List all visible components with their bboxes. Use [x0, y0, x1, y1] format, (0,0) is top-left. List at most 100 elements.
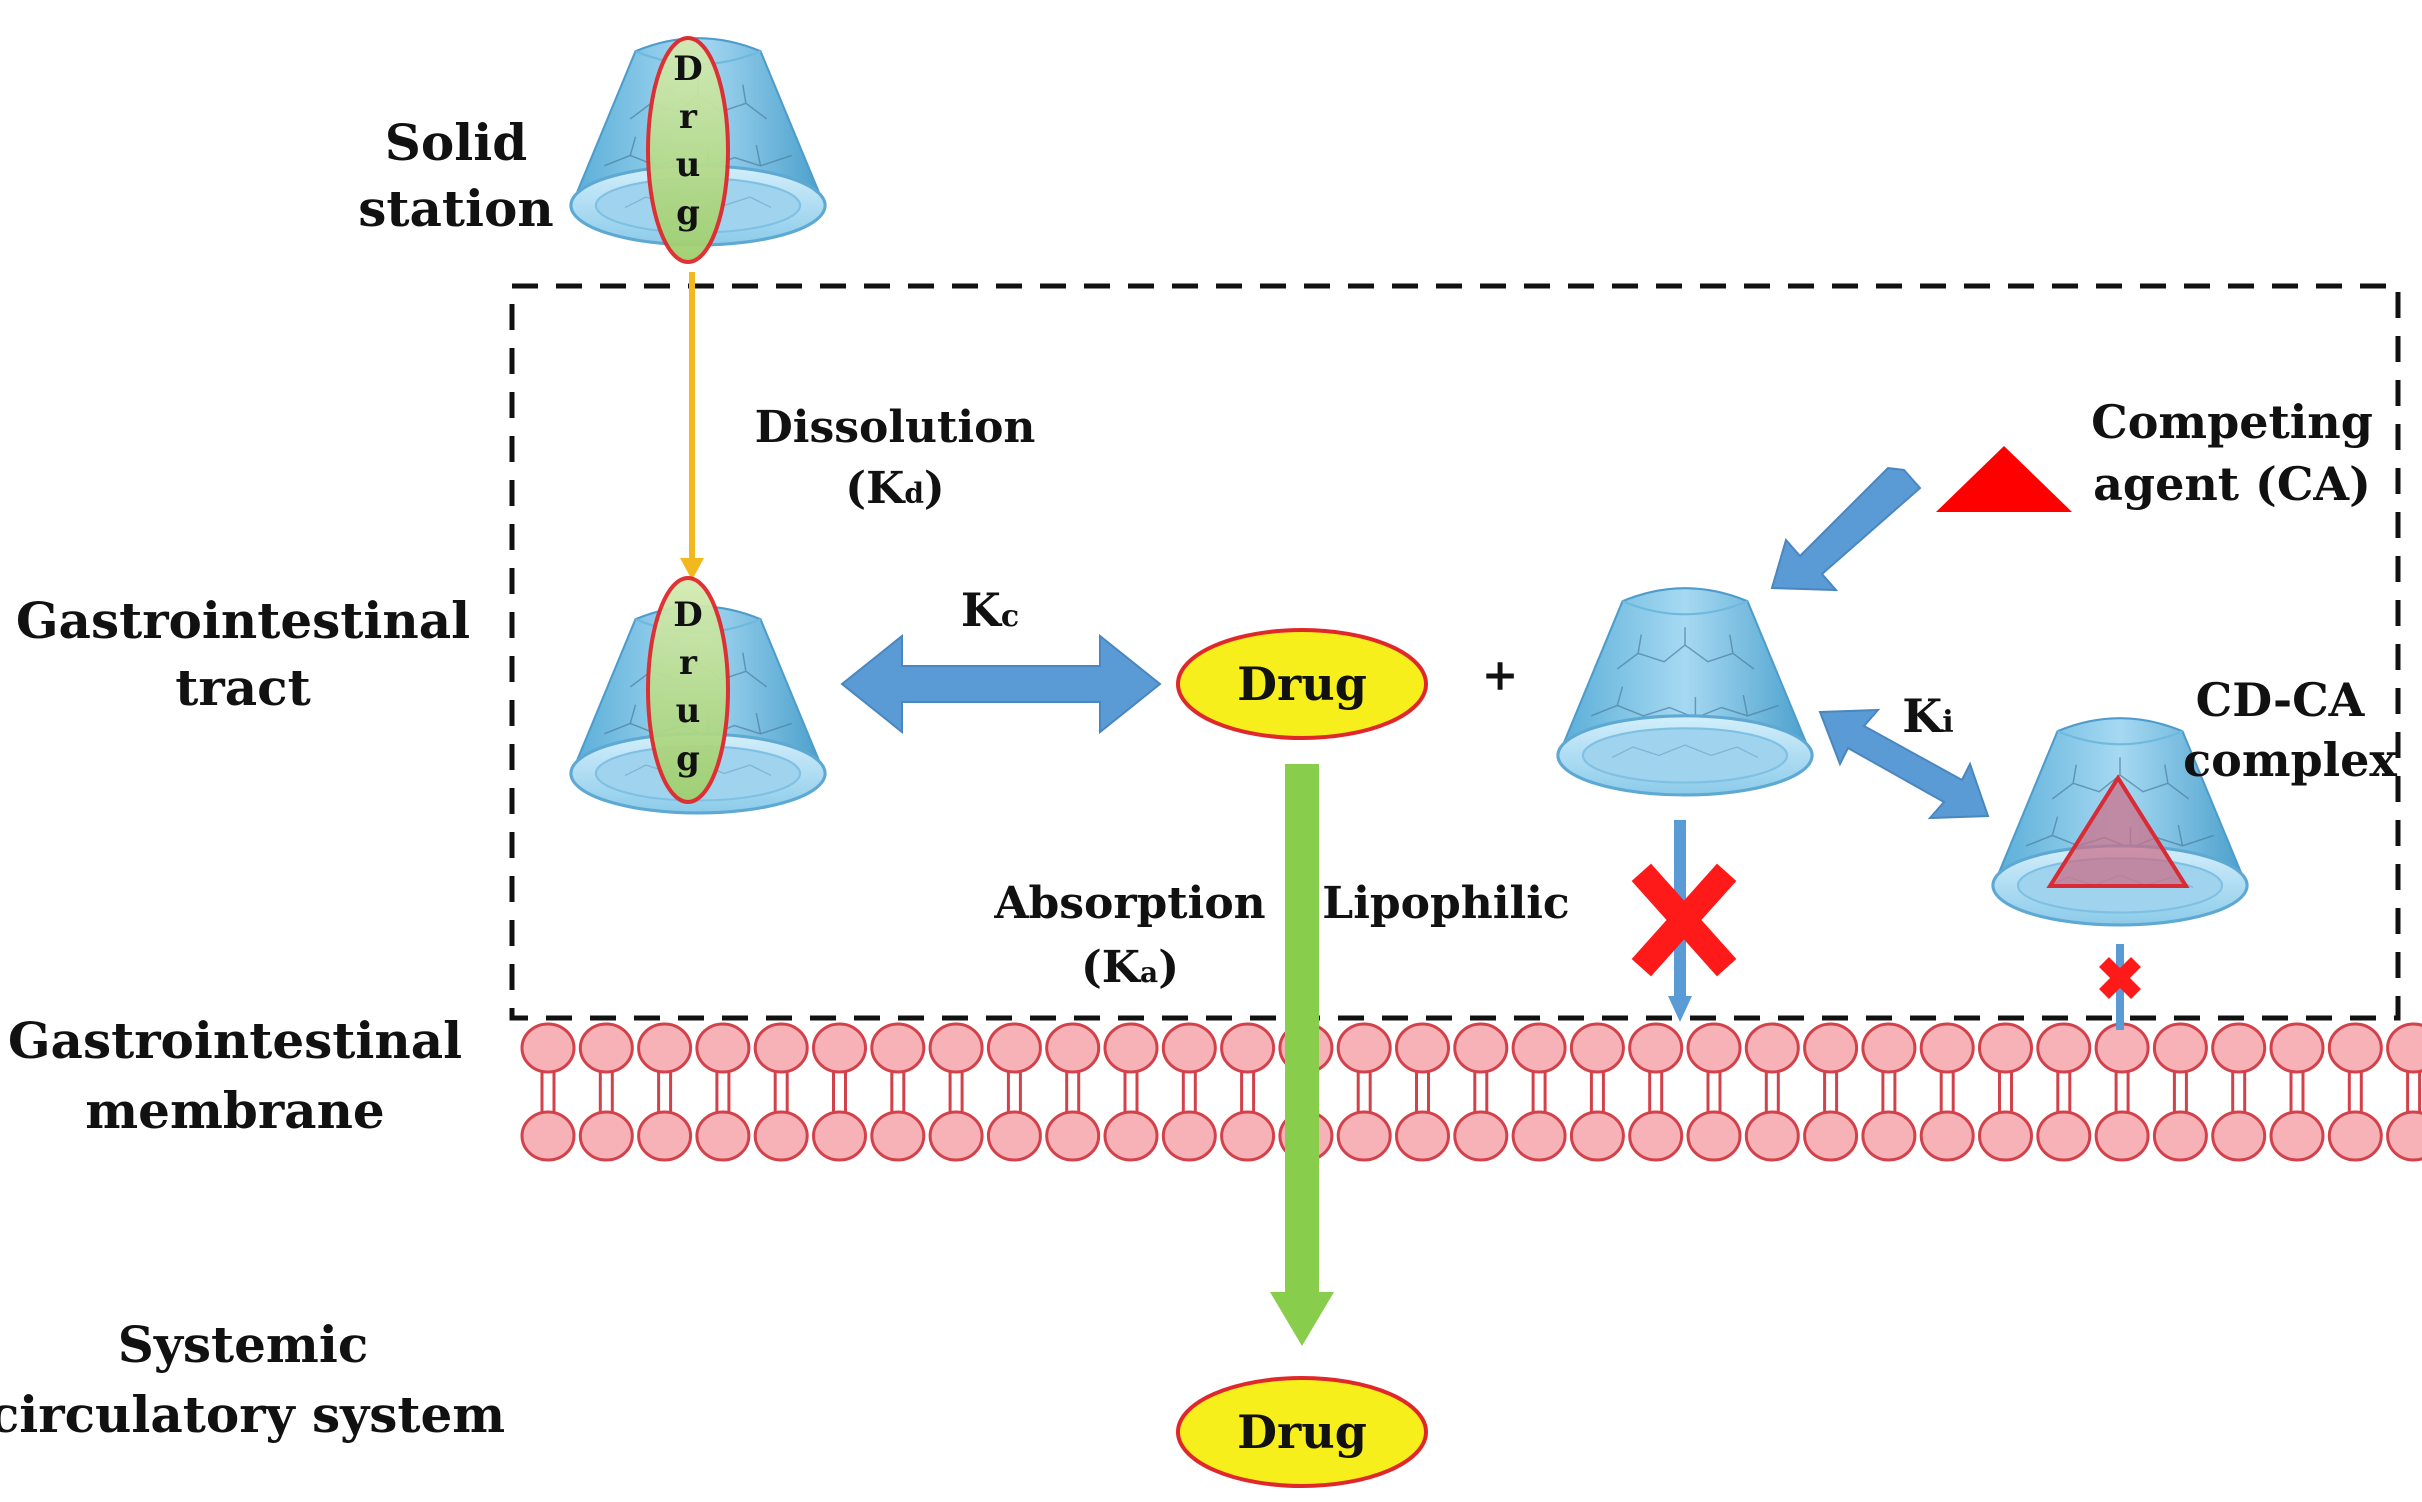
kd-label: (Kd) [845, 463, 944, 514]
plus-sign: + [1482, 650, 1519, 701]
lipid-head-outer [1336, 1022, 1392, 1074]
cd-ca-complex [1991, 716, 2249, 927]
lipid-head-outer [520, 1022, 576, 1074]
lipid-head-inner [1395, 1110, 1450, 1162]
lipid-head-outer [812, 1022, 867, 1074]
drug-letter-r-top: r [679, 97, 698, 137]
lipid-head-inner [1744, 1110, 1800, 1162]
ka-label: (Ka) [1081, 942, 1179, 993]
drug-letter-g-top: g [676, 193, 700, 233]
drug-letter-u-top: u [676, 145, 701, 185]
lipid-head-outer [2386, 1022, 2422, 1074]
lipid-head-outer [1220, 1022, 1276, 1074]
lipid-head-outer [578, 1022, 634, 1074]
drug-letter-d-mid: D [673, 595, 702, 635]
competing-agent-label-line1: Competing [2091, 395, 2373, 449]
lipid-head-outer [1628, 1022, 1684, 1074]
drug-letter-r-mid: r [679, 643, 698, 683]
free-drug-oval [1176, 628, 1428, 740]
drug-letter-g-mid: g [676, 739, 700, 779]
competing-agent-triangle [1936, 446, 2072, 512]
lipid-head-outer [1686, 1022, 1742, 1074]
small-red-x-icon [2099, 957, 2141, 999]
lipid-head-outer [1803, 1022, 1859, 1074]
lipid-head-inner [2036, 1110, 2092, 1162]
lipid-head-inner [2269, 1110, 2325, 1162]
lipid-head-outer [2152, 1022, 2208, 1074]
lipid-head-inner [928, 1110, 984, 1162]
lipid-head-inner [1161, 1110, 1217, 1162]
ki-equilibrium-arrow [1818, 708, 1990, 820]
lipid-head-inner [1919, 1110, 1975, 1162]
solid-cyclodextrin-drug-complex: D r u g [569, 36, 827, 264]
lipid-head-inner [986, 1110, 1042, 1162]
lipid-head-inner [1569, 1110, 1625, 1162]
lipid-head-outer [1569, 1022, 1625, 1074]
absorption-arrow [1270, 764, 1334, 1346]
gi-tract-box [509, 283, 2401, 1021]
free-cyclodextrin [1556, 586, 1814, 797]
lipid-head-inner [578, 1110, 634, 1162]
lipid-head-inner [1628, 1110, 1684, 1162]
drug-letter-d-top: D [673, 49, 702, 89]
gi-membrane-label-line1: Gastrointestinal [8, 1011, 462, 1070]
lipid-head-outer [2036, 1022, 2092, 1074]
lipid-head-outer [1161, 1022, 1217, 1074]
systemic-drug-oval [1176, 1376, 1428, 1488]
gi-cyclodextrin-drug-complex: D r u g [569, 576, 827, 815]
lipid-head-outer [2327, 1022, 2383, 1074]
lipid-head-inner [2094, 1110, 2150, 1162]
lipid-head-outer [1511, 1022, 1567, 1074]
lipid-head-inner [2211, 1110, 2267, 1162]
lipid-head-inner [1453, 1110, 1509, 1162]
lipid-head-inner [1336, 1110, 1392, 1162]
lipid-bilayer-membrane [520, 1022, 2422, 1162]
lipid-head-inner [1045, 1110, 1101, 1162]
lipid-head-outer [753, 1022, 809, 1074]
gi-tract-label-line1: Gastrointestinal [16, 591, 470, 650]
lipid-head-inner [753, 1110, 809, 1162]
systemic-drug-label: Drug [1237, 1405, 1367, 1459]
lipid-head-inner [2327, 1110, 2383, 1162]
lipid-head-outer [928, 1022, 984, 1074]
lipid-head-inner [695, 1110, 751, 1162]
ki-label: Ki [1902, 689, 1953, 743]
lipid-head-outer [637, 1022, 693, 1074]
absorption-label: Absorption [993, 878, 1265, 929]
cd-ca-label-line1: CD-CA [2196, 673, 2366, 727]
lipid-head-inner [2386, 1110, 2422, 1162]
lipid-head-outer [695, 1022, 751, 1074]
kc-label: Kc [961, 583, 1019, 637]
lipid-head-inner [1220, 1110, 1276, 1162]
lipid-head-outer [1453, 1022, 1509, 1074]
ca-binding-arrow [1770, 466, 1922, 592]
kc-equilibrium-arrow [840, 633, 1162, 735]
lipid-head-outer [986, 1022, 1042, 1074]
lipid-head-outer [1395, 1022, 1450, 1074]
lipid-head-inner [1686, 1110, 1742, 1162]
lipid-head-outer [1045, 1022, 1101, 1074]
lipid-head-inner [1511, 1110, 1567, 1162]
solid-station-label-line2: station [358, 179, 553, 238]
lipid-head-outer [1861, 1022, 1917, 1074]
lipid-head-inner [1861, 1110, 1917, 1162]
lipid-head-outer [1744, 1022, 1800, 1074]
lipid-head-inner [637, 1110, 693, 1162]
lipid-head-outer [1103, 1022, 1159, 1074]
lipid-head-outer [870, 1022, 926, 1074]
systemic-label-line1: Systemic [118, 1315, 369, 1374]
lipid-head-inner [1803, 1110, 1859, 1162]
systemic-label-line2: circulatory system [0, 1385, 505, 1444]
lipid-head-outer [2094, 1022, 2150, 1074]
lipid-head-outer [1919, 1022, 1975, 1074]
solid-station-label-line1: Solid [385, 113, 527, 172]
lipid-head-outer [1978, 1022, 2033, 1074]
gi-membrane-label-line2: membrane [85, 1081, 385, 1140]
lipid-head-inner [1103, 1110, 1159, 1162]
gi-tract-label-line2: tract [175, 658, 310, 717]
competing-agent-label-line2: agent (CA) [2093, 457, 2371, 511]
lipid-head-inner [870, 1110, 926, 1162]
free-drug-label: Drug [1237, 657, 1367, 711]
dissolution-label: Dissolution [755, 402, 1036, 453]
